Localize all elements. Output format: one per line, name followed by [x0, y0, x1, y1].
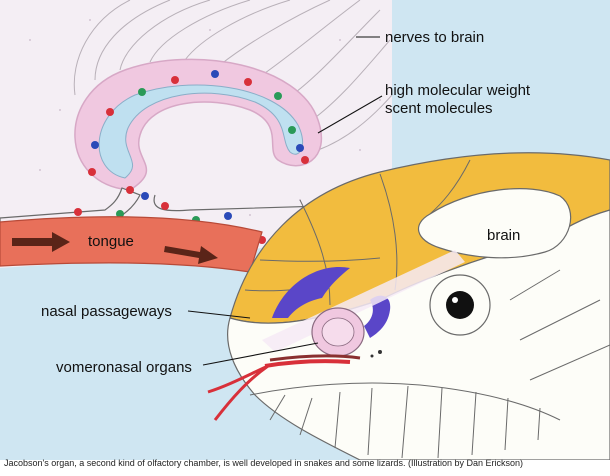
scent-molecules	[74, 70, 309, 244]
snake-head	[207, 152, 610, 460]
vomeronasal-organ-inner	[321, 317, 355, 347]
figure-caption: Jacobson's organ, a second kind of olfac…	[4, 458, 523, 468]
nasal-passage-rear	[364, 295, 391, 338]
leader-nasal	[187, 310, 251, 319]
leader-vomeronasal	[202, 342, 319, 366]
nostril-2	[370, 354, 374, 358]
nerve-fibers	[73, 0, 393, 151]
nasal-passage	[272, 266, 350, 318]
leader-molecules	[317, 95, 383, 134]
eye-highlight	[452, 297, 458, 303]
label-tongue: tongue	[88, 233, 134, 250]
eye-icon	[446, 291, 474, 319]
label-molecules-line2: scent molecules	[385, 100, 493, 117]
inset-panel	[0, 0, 392, 268]
jacobsons-organ-diagram: nerves to brain high molecular weight sc…	[0, 0, 610, 460]
forked-tongue-tip	[207, 364, 269, 421]
olfactory-tissue	[74, 58, 323, 191]
scale-lines	[244, 159, 610, 459]
label-nasal-passageways: nasal passageways	[41, 303, 172, 320]
label-nerves-to-brain: nerves to brain	[385, 29, 484, 46]
arrow-icon	[164, 246, 218, 264]
snake-tongue	[264, 359, 351, 368]
mouth-line	[269, 354, 361, 362]
nostril	[378, 350, 382, 354]
label-molecules-line1: high molecular weight	[385, 82, 531, 99]
label-vomeronasal-organs: vomeronasal organs	[56, 359, 192, 376]
brain	[418, 188, 572, 259]
label-brain: brain	[487, 227, 520, 244]
arrow-icon	[12, 232, 70, 252]
tongue	[0, 216, 263, 273]
olfactory-cavity	[98, 84, 303, 179]
